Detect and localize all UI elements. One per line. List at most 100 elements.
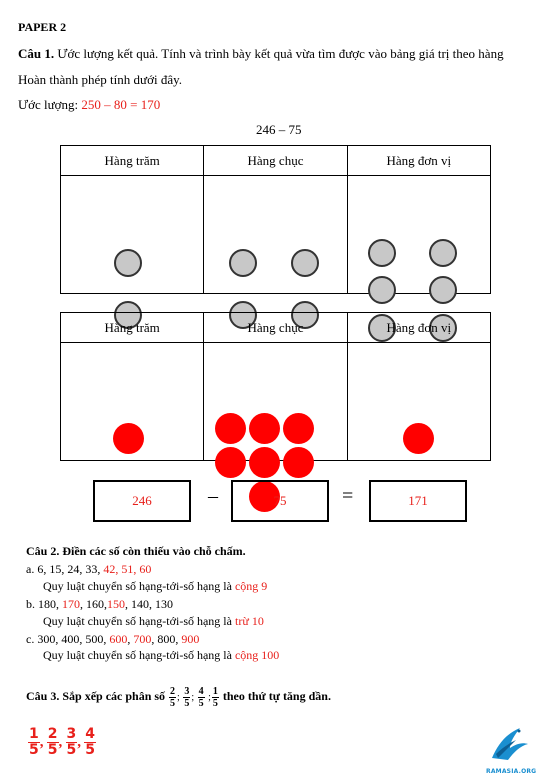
denominator: 5 [47, 742, 58, 758]
denominator: 5 [170, 697, 176, 709]
col-ones: Hàng đơn vị [346, 312, 492, 343]
answer-separator: , [77, 734, 81, 750]
denominator: 5 [212, 697, 218, 709]
q2-b-rule: Quy luật chuyển số hạng-tới-số hạng là t… [43, 614, 264, 629]
denominator: 5 [29, 742, 39, 758]
place-value-table-1: Hàng trăm Hàng chục Hàng đơn vị [59, 145, 492, 342]
red-counter [283, 446, 315, 478]
numerator: 4 [84, 726, 96, 743]
gray-counter [367, 238, 396, 267]
denominator: 5 [184, 697, 190, 709]
q2-b-a1: 170 [62, 597, 80, 611]
red-counter [215, 412, 247, 444]
place-value-table-2: Hàng trăm Hàng chục Hàng đơn vị [59, 312, 492, 512]
q2-b-sequence: b. 180, 170, 160,150, 140, 130 [26, 597, 173, 612]
col-tens: Hàng chục [203, 312, 348, 343]
q2-c-sequence: c. 300, 400, 500, 600, 700, 800, 900 [26, 632, 199, 647]
subtrahend-box: 75 [231, 480, 329, 522]
q3-title-tail: theo thứ tự tăng dần. [222, 689, 331, 703]
q1-estimate: Ước lượng: 250 – 80 = 170 [18, 97, 160, 113]
q1-expression: 246 – 75 [256, 122, 302, 137]
rule-text: Quy luật chuyển số hạng-tới-số hạng là [43, 579, 235, 593]
gray-counter [291, 248, 320, 277]
q2-c-a2: 700 [133, 632, 152, 646]
q2-b-p2: , 160, [80, 597, 107, 611]
separator: ; [191, 692, 197, 703]
q2-c-p3: , 800, [151, 632, 182, 646]
page-header: PAPER 2 [18, 20, 67, 34]
hundreds-cell [59, 175, 205, 329]
logo-text: RAMASIA.ORG [486, 768, 537, 775]
rule-answer: cộng 100 [234, 648, 280, 662]
q2-a-rule: Quy luật chuyển số hạng-tới-số hạng là c… [43, 579, 267, 594]
rule-answer: trừ 10 [234, 614, 264, 628]
tens-cell [203, 342, 348, 512]
ones-cell [346, 175, 492, 342]
answer-separator: , [39, 734, 44, 750]
q1-text: Ước lượng kết quả. Tính và trình bày kết… [54, 46, 504, 61]
col-tens: Hàng chục [203, 145, 348, 176]
numerator: 3 [65, 726, 78, 743]
gray-counter [114, 248, 142, 277]
gray-counter [428, 275, 457, 304]
q2-title: Câu 2. Điền các số còn thiếu vào chỗ chấ… [26, 544, 246, 558]
red-counter [249, 480, 281, 512]
minus-sign: – [208, 485, 218, 507]
gray-counter [367, 275, 396, 304]
ones-cell [346, 342, 492, 461]
q2-c-a1: 600 [109, 632, 128, 646]
numerator: 1 [211, 685, 219, 698]
col-hundreds: Hàng trăm [59, 145, 205, 176]
equals-sign: = [342, 485, 354, 507]
tens-cell [203, 175, 348, 329]
q3-title-text: Câu 3. Sắp xếp các phân số [26, 689, 169, 703]
minuend-box: 246 [93, 480, 191, 522]
q2-c-p2: , [127, 632, 134, 646]
bird-icon [492, 728, 528, 760]
separator: ; [205, 692, 211, 703]
separator: ; [177, 692, 183, 703]
hundreds-cell [59, 342, 205, 461]
answer-separator: , [58, 734, 63, 750]
q1-line1: Câu 1. Ước lượng kết quả. Tính và trình … [18, 46, 504, 62]
result-box: 171 [369, 480, 467, 522]
q2-b-a2: 150 [107, 597, 125, 611]
q1-line2: Hoàn thành phép tính dưới đây. [18, 72, 182, 87]
red-counter [113, 422, 144, 454]
red-counter [215, 446, 247, 478]
gray-counter [229, 248, 258, 277]
rule-answer: cộng 9 [234, 579, 268, 593]
q2-c-a3: 900 [181, 632, 200, 646]
gray-counter [428, 238, 457, 267]
q2-a-given: a. 6, 15, 24, 33, [26, 562, 104, 576]
estimate-value: 250 – 80 = 170 [81, 97, 161, 112]
q2-c-rule: Quy luật chuyển số hạng-tới-số hạng là c… [43, 648, 279, 663]
red-counter [402, 422, 434, 454]
numerator: 2 [169, 685, 177, 698]
q2-a-sequence: a. 6, 15, 24, 33, 42, 51, 60 [26, 562, 151, 577]
denominator: 5 [85, 742, 95, 758]
col-ones: Hàng đơn vị [346, 145, 492, 176]
denominator: 5 [198, 697, 204, 709]
red-counter [283, 412, 315, 444]
red-counter [249, 446, 281, 478]
denominator: 5 [66, 742, 77, 758]
ramasia-logo: RAMASIA.ORG [486, 724, 537, 775]
numerator: 1 [28, 726, 40, 743]
q2-b-p3: , 140, 130 [125, 597, 173, 611]
rule-text: Quy luật chuyển số hạng-tới-số hạng là [43, 648, 235, 662]
estimate-label: Ước lượng: [18, 97, 82, 112]
numerator: 3 [183, 685, 191, 698]
red-counter [249, 412, 281, 444]
rule-text: Quy luật chuyển số hạng-tới-số hạng là [43, 614, 235, 628]
